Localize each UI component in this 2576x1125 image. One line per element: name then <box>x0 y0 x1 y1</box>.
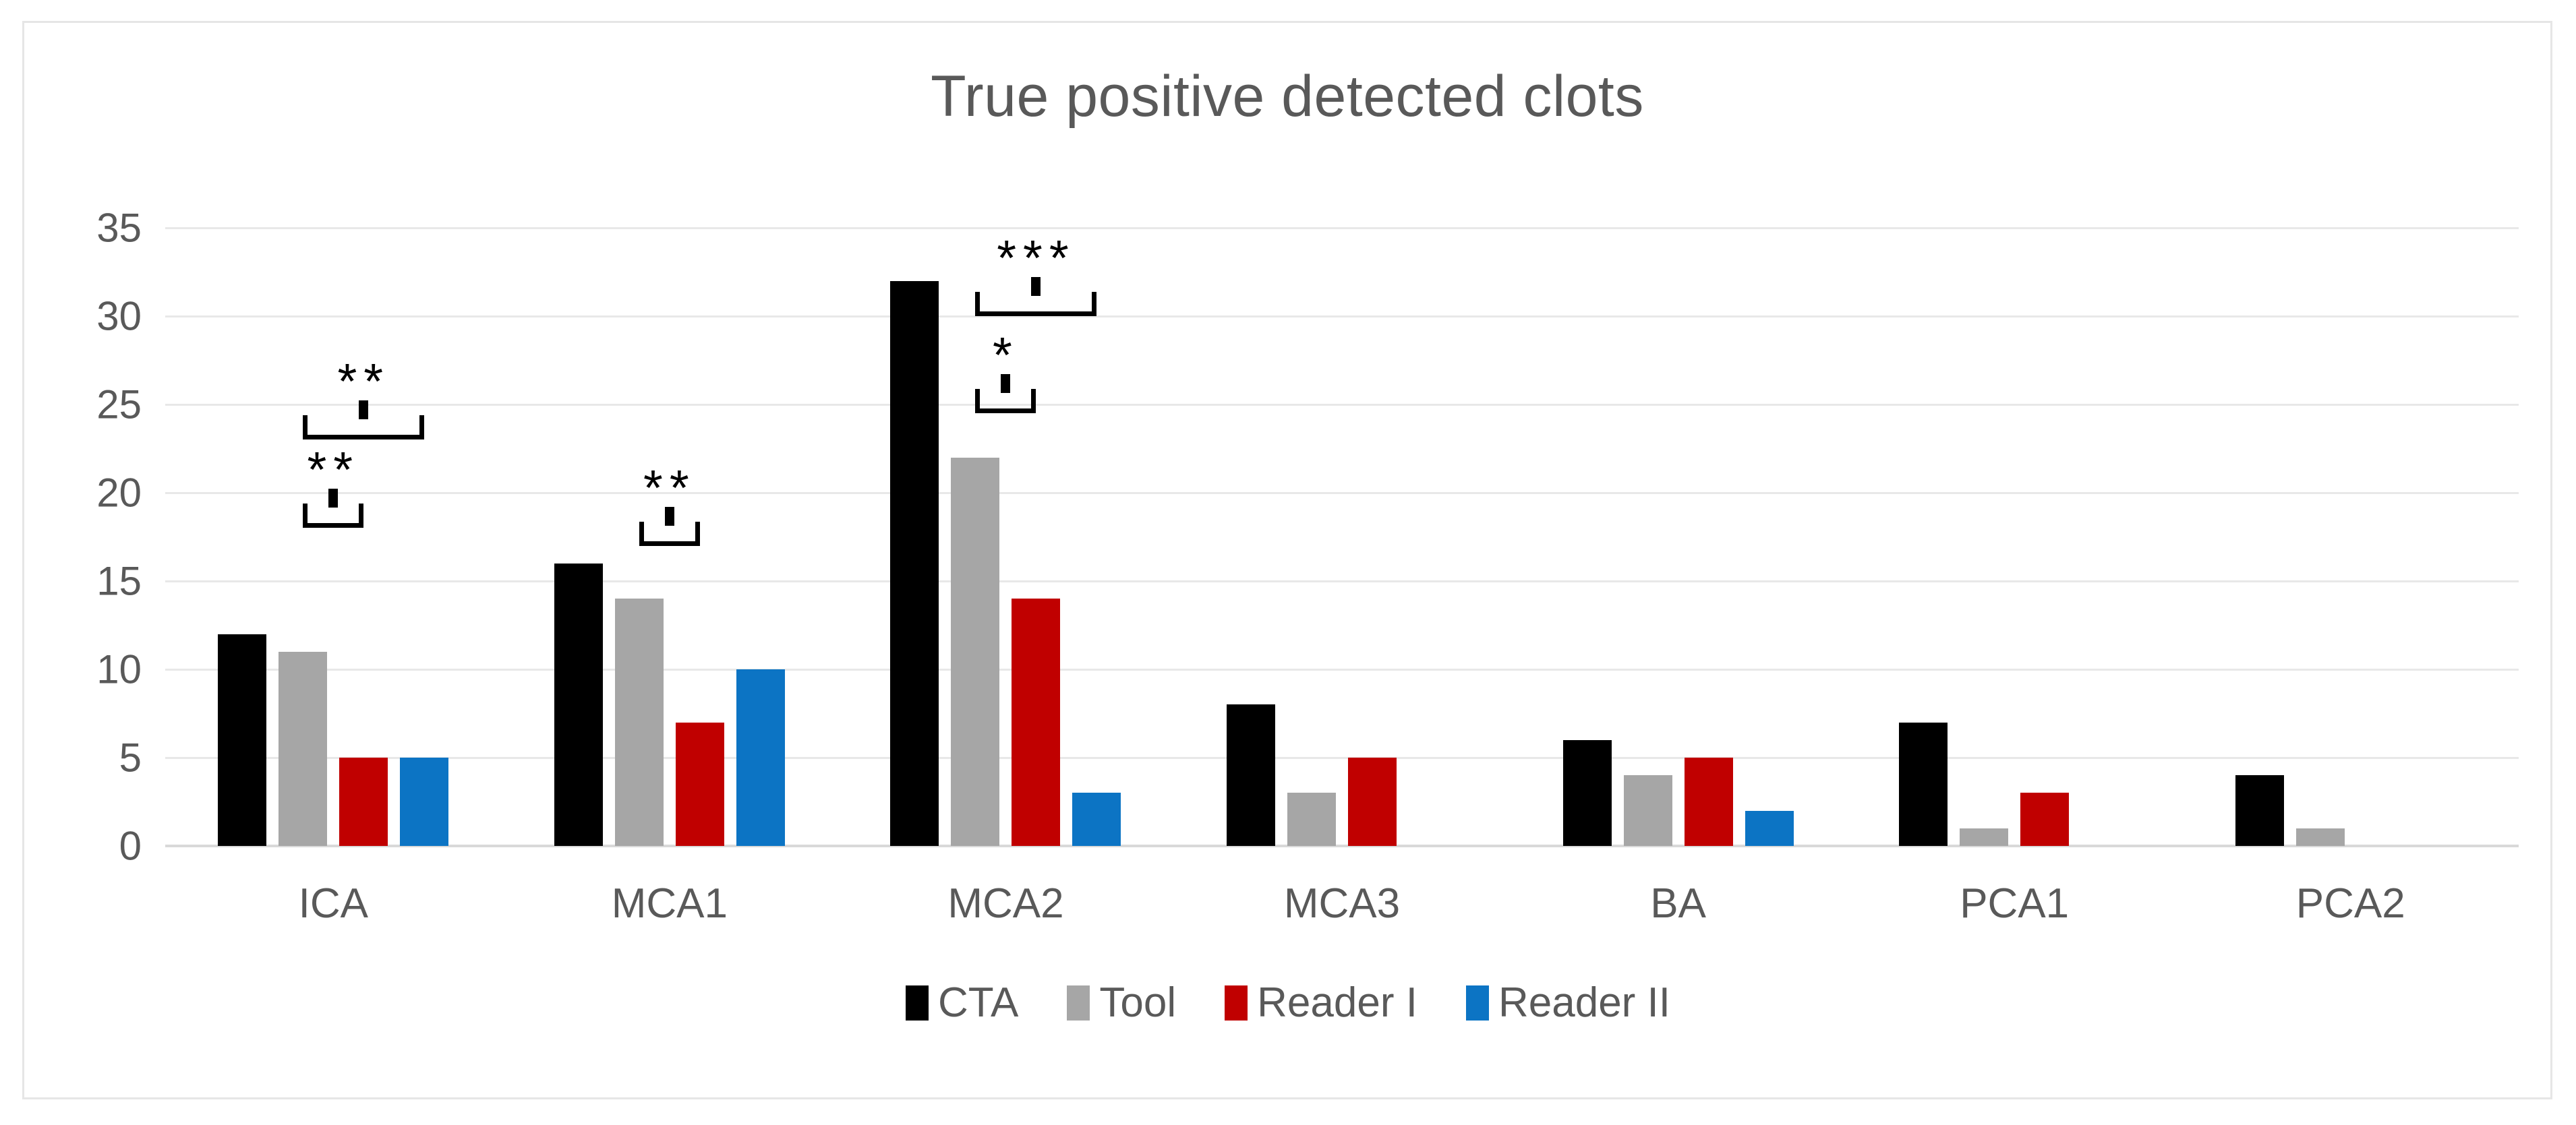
chart-title: True positive detected clots <box>931 64 1644 129</box>
chart-container: True positive detected clots <box>22 21 2552 1099</box>
